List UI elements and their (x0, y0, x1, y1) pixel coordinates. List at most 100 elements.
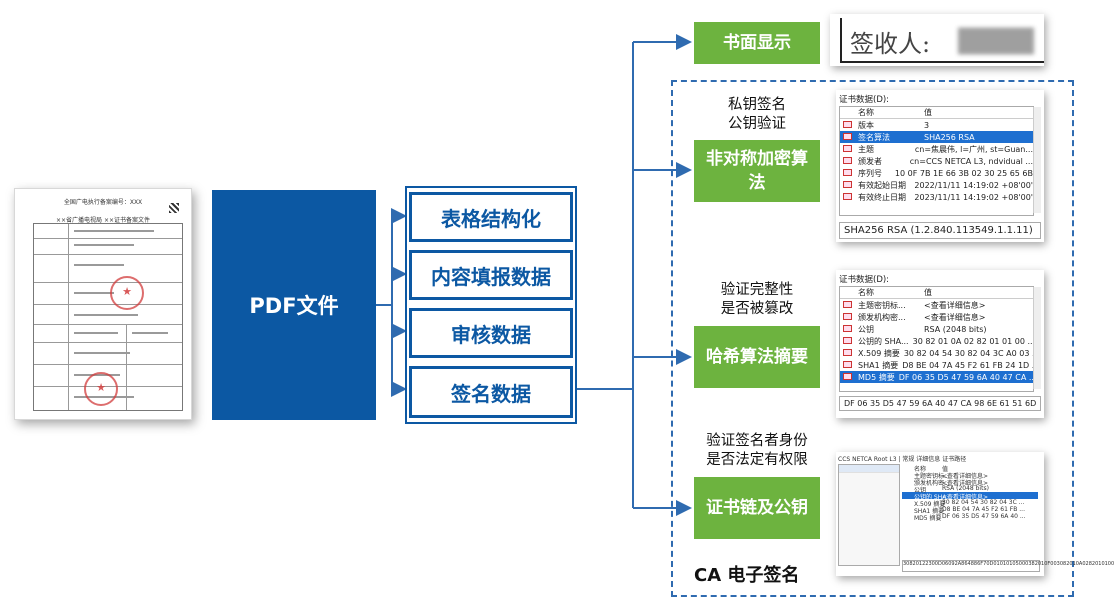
cert-field-value: RSA (2048 bits) (942, 485, 989, 492)
doc-col-rule (126, 324, 127, 410)
cert-panel-md5-digest: 证书数据(D): 名称 值 主题密钥标...<查看详细信息>颁发机构密...<查… (836, 270, 1044, 418)
cert-field-detail: SHA256 RSA (1.2.840.113549.1.1.11) (839, 222, 1041, 239)
cert-field-value: 2023/11/11 14:19:02 +08'00' (914, 192, 1033, 202)
cert-field-icon (843, 373, 852, 380)
cert-field-icon (843, 361, 852, 368)
cert-field-value: 30 82 04 54 30 82 04 3C ... (942, 499, 1025, 506)
doc-text-line (74, 332, 118, 334)
cert-chain-tree (838, 464, 900, 566)
note-cert-line2: 是否法定有权限 (706, 452, 808, 468)
col-value-header: 值 (924, 108, 932, 117)
scrollbar[interactable] (1033, 107, 1041, 213)
cert-field-value: 30 82 04 54 30 82 04 3C A0 03 ... (903, 348, 1040, 358)
cert-field-name: 公钥 (858, 324, 874, 334)
red-seal-stamp: ★ (84, 372, 118, 406)
pdf-file-box: PDF文件 (212, 190, 376, 420)
branch-written-display: 书面显示 (694, 22, 820, 64)
category-group-frame (405, 186, 577, 424)
cert-field-row[interactable]: 有效终止日期 2023/11/11 14:19:02 +08'00' (840, 191, 1033, 203)
cert-field-name: MD5 摘要 (858, 372, 895, 382)
scrollbar[interactable] (1033, 287, 1041, 389)
cert-field-value: <查看详细信息> (942, 494, 989, 501)
cert-field-name: 主题密钥标... (858, 300, 906, 310)
cert-field-name: 公钥的 SHA... (914, 494, 952, 501)
cert-field-name: 序列号 (858, 168, 882, 178)
cert-field-icon (843, 193, 852, 200)
doc-text-line (74, 314, 138, 316)
cert-field-icon (843, 349, 852, 356)
branch-asymmetric-encryption: 非对称加密算法 (694, 140, 820, 202)
cert-field-icon (843, 145, 852, 152)
cert-field-value: 3 (924, 120, 930, 130)
cert-field-name: SHA1 摘要 (914, 508, 945, 515)
cert-field-row[interactable]: 颁发机构密...<查看详细信息> (902, 478, 1038, 487)
col-name-header: 名称 (914, 466, 927, 473)
cert-field-value: <查看详细信息> (942, 473, 989, 480)
connector-arrows (376, 34, 692, 516)
cert-field-row[interactable]: 版本 3 (840, 119, 1033, 131)
signature-border-bottom (840, 61, 1044, 63)
note-asymmetric-line2: 公钥验证 (728, 116, 786, 132)
cert-field-value: 10 0F 7B 1E 66 3B 02 30 25 65 6B (894, 168, 1033, 178)
cert-panel-title: 证书数据(D): (839, 95, 890, 105)
cert-list-header: 名称 值 (840, 107, 1033, 119)
cert-field-name: X.509 摘要 (914, 501, 946, 508)
cert-field-name: 有效终止日期 (858, 192, 906, 202)
doc-text-line (74, 264, 124, 266)
cert-field-name: 公钥 (914, 487, 927, 494)
cert-field-name: 颁发机构密... (914, 480, 950, 487)
cert-field-name: SHA1 摘要 (858, 360, 899, 370)
cert-field-row[interactable]: 公钥的 SHA...30 82 01 0A 02 82 01 01 00 ... (840, 335, 1035, 347)
doc-text-line (74, 244, 134, 246)
cert-chain-node[interactable] (839, 465, 899, 473)
cert-field-name: X.509 摘要 (858, 348, 900, 358)
pdf-document-thumbnail: 全国广电执行备案编号：XXX ××省广播电视局 ××证书备案文件 ★ ★ (14, 188, 192, 420)
cert-field-row[interactable]: 主题密钥标...<查看详细信息> (902, 471, 1038, 480)
cert-field-detail: 30820122300D06092A864886F70D010101050003… (902, 560, 1114, 572)
cert-field-row[interactable]: 序列号 10 0F 7B 1E 66 3B 02 30 25 65 6B (840, 167, 1033, 179)
cert-field-name: 版本 (858, 120, 874, 130)
cert-field-detail: DF 06 35 D5 47 59 6A 40 47 CA 98 6E 61 5… (839, 396, 1041, 411)
cert-field-value: cn=CCS NETCA L3, ndvidual ... (909, 156, 1033, 166)
cert-field-value: D8 BE 04 7A 45 F2 61 FB ... (942, 506, 1025, 513)
red-seal-stamp: ★ (110, 276, 144, 310)
category-review-data: 审核数据 (409, 308, 573, 358)
col-name-header: 名称 (858, 108, 874, 117)
cert-field-icon (843, 169, 852, 176)
cert-field-name: 颁发机构密... (858, 312, 906, 322)
cert-field-name: 颁发者 (858, 156, 882, 166)
note-hash-line1: 验证完整性 (720, 282, 794, 298)
cert-field-name: 公钥的 SHA... (858, 336, 909, 346)
cert-field-name: 有效起始日期 (858, 180, 906, 190)
signature-image: 签收人: (830, 14, 1044, 66)
cert-field-value: SHA256 RSA (924, 132, 975, 142)
cert-field-row[interactable]: 颁发机构密...<查看详细信息> (840, 311, 1033, 323)
doc-text-line (74, 230, 154, 232)
cert-list-header: 名称 值 (902, 464, 1038, 473)
cert-chain-tabs[interactable]: CCS NETCA Root L3 | 常规 详细信息 证书路径 (838, 456, 967, 463)
cert-field-row[interactable]: 公钥的 SHA...<查看详细信息> (902, 492, 1038, 501)
signature-label: 签收人: (850, 30, 931, 58)
cert-field-row[interactable]: 颁发者 cn=CCS NETCA L3, ndvidual ... (840, 155, 1033, 167)
doc-header-line2: ××省广播电视局 ××证书备案文件 (55, 217, 151, 224)
cert-field-row[interactable]: 公钥 RSA (2048 bits) (902, 485, 1038, 494)
col-value-header: 值 (924, 288, 932, 297)
note-hash-line2: 是否被篡改 (720, 301, 794, 317)
cert-field-row[interactable]: 主题密钥标...<查看详细信息> (840, 299, 1033, 311)
cert-field-name: 主题密钥标... (914, 473, 950, 480)
ca-signature-frame (671, 80, 1074, 597)
cert-field-value: DF 06 35 D5 47 59 6A 40 47 CA ... (898, 372, 1037, 382)
cert-field-icon (843, 325, 852, 332)
